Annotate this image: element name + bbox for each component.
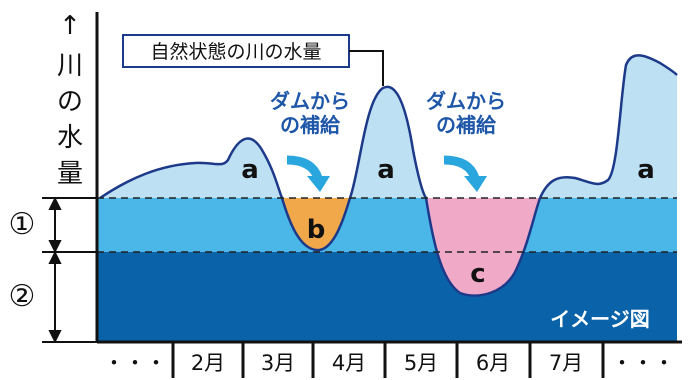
region-b-label: b — [307, 215, 326, 245]
y-axis-label-char: 水 — [57, 123, 83, 153]
callout-label: 自然状態の川の水量 — [150, 41, 321, 63]
callout-leader — [349, 50, 384, 86]
y-axis-arrow: ↑ — [59, 11, 81, 41]
band-2-label: ② — [9, 279, 36, 314]
image-note: イメージ図 — [550, 307, 650, 331]
region-c-label: c — [470, 259, 485, 289]
curved-arrow-icon — [286, 155, 330, 192]
band-1-area — [97, 198, 677, 252]
region-a-label: a — [637, 155, 655, 185]
y-axis-label-char: 川 — [57, 51, 83, 81]
region-c-area — [426, 198, 540, 296]
month-label: ・・・ — [104, 351, 167, 375]
month-dividers — [171, 342, 605, 378]
month-label: 4月 — [332, 351, 366, 375]
band-brackets — [42, 196, 97, 344]
band-1-label: ① — [9, 207, 36, 242]
natural-flow-area — [100, 55, 677, 199]
month-label: 6月 — [476, 351, 510, 375]
region-a-label: a — [241, 155, 259, 185]
month-label: 5月 — [404, 351, 438, 375]
curved-arrow-icon — [443, 155, 487, 192]
y-axis-label-char: 量 — [57, 159, 83, 189]
dam-supply-label-1-line1: ダムから — [270, 89, 350, 113]
month-label: 3月 — [261, 351, 295, 375]
y-axis-label-char: の — [57, 87, 83, 117]
month-label: ・・・ — [612, 351, 675, 375]
dam-supply-label-2-line2: の補給 — [436, 113, 497, 137]
month-label: 7月 — [549, 351, 583, 375]
dam-supply-label-1-line2: の補給 — [280, 113, 341, 137]
callout-box — [122, 34, 350, 68]
natural-flow-outline — [99, 54, 678, 297]
dam-supply-label-2-line1: ダムから — [426, 89, 506, 113]
month-label: 2月 — [191, 351, 225, 375]
region-a-label: a — [377, 155, 395, 185]
band-2-area — [97, 252, 677, 342]
